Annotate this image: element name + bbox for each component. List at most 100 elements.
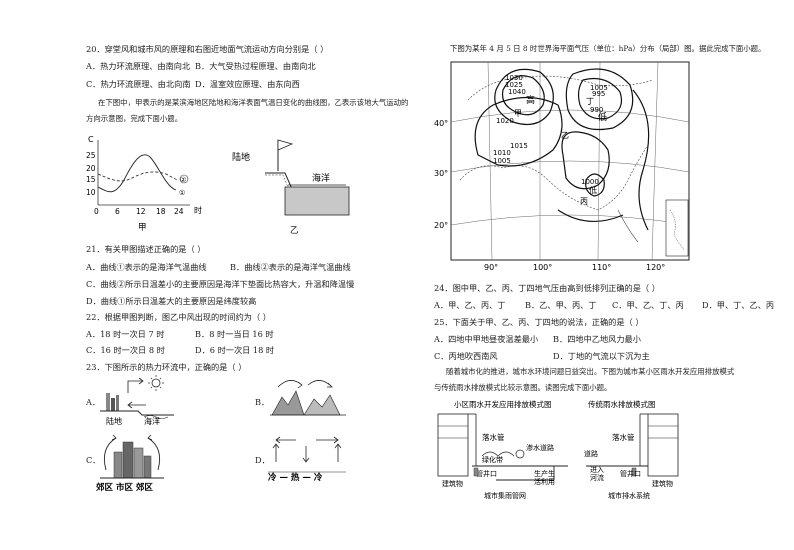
q23-option-a-label[interactable]: A．	[86, 397, 101, 407]
fig-jia-curve1-label: ①	[179, 189, 185, 197]
q25-option-d[interactable]: D．丁地的气流以下沉为主	[553, 351, 650, 361]
isobar-label: 995	[592, 90, 605, 98]
isobar-label: 990	[590, 106, 603, 114]
lon-label: 110°	[592, 263, 611, 272]
fig-jia-xtick: 18	[156, 207, 166, 216]
q21-option-a[interactable]: A．曲线①表示的是海洋气温曲线	[86, 262, 207, 272]
q23-diagram-c: 郊区 市区 郊区	[96, 434, 164, 493]
q23-diagram-d: 冷 — 热 — 冷	[268, 436, 346, 483]
q22-option-c[interactable]: C．16 时一次日 8 时	[86, 345, 165, 355]
south-china-sea-inset	[665, 199, 689, 257]
q24-option-a[interactable]: A．甲、乙、丙、丁	[434, 300, 506, 310]
low-center: 低	[598, 111, 607, 123]
fig-jia-x-unit: 时	[194, 205, 202, 215]
lat-label: 20°	[434, 221, 448, 230]
low-center: 低	[589, 185, 597, 195]
q21-option-d[interactable]: D．曲线①所示日温差大的主要原因是纬度较高	[86, 296, 257, 306]
isobar-label: 1010	[493, 149, 511, 157]
q23-a-sea: 海洋	[144, 416, 160, 426]
drain-right-road: 道路	[584, 449, 598, 458]
city-intro-line-2: 与传统雨水排放模式比较示意图。读图完成下面小题。	[434, 383, 612, 392]
intro-line-1: 在下图中，甲表示的是某滨海地区陆地和海洋表面气温日变化的曲线图，乙表示该地大气运…	[98, 98, 409, 107]
lon-label: 120°	[646, 263, 665, 272]
lon-label: 100°	[533, 263, 552, 272]
isobar-label: 1005	[493, 157, 511, 165]
fig-jia-ytick: 15	[86, 175, 96, 184]
q25-option-b[interactable]: B．四地中乙地风力最小	[553, 334, 641, 344]
fig-yi-caption: 乙	[290, 226, 299, 236]
point-jia: 甲	[514, 109, 522, 118]
figure-yi: 陆地 海洋 乙	[232, 139, 350, 236]
lon-label: 90°	[484, 263, 498, 272]
drain-left-pipe: 落水管	[482, 432, 505, 442]
point-ding: 丁	[586, 97, 594, 106]
drain-left-well: 管井口	[476, 469, 497, 478]
q23-option-c-label[interactable]: C．	[86, 455, 101, 465]
q22-stem: 22．根据甲图判断，图乙中风出现的时间约为（ ）	[86, 312, 271, 322]
pressure-map: 1030 1025 1040 1020 1015 1010 1005 1000 …	[434, 61, 690, 272]
q25-option-c[interactable]: C．丙地吹西南风	[434, 351, 498, 361]
q20-stem: 20．穿堂风和城市风的原理和右图近地面气流运动方向分别是（ ）	[86, 44, 329, 54]
q21-option-c[interactable]: C．曲线②所示日温差小的主要原因是海洋下垫面比热容大，升温和降温慢	[86, 279, 355, 289]
drain-left-green: 绿化带	[482, 455, 503, 464]
q22-option-a[interactable]: A．18 时一次日 7 时	[86, 329, 165, 339]
high-center: 高	[526, 94, 535, 106]
fig-jia-ytick: 25	[86, 151, 96, 160]
fig-jia-xtick: 24	[174, 207, 184, 216]
point-bing: 丙	[580, 197, 588, 206]
isobar-label: 1040	[508, 88, 526, 96]
drainage-diagram-left: 小区雨水开发应用排放模式图 落水管 绿化带 渗水道路 管井口 生产生 活利用 建…	[437, 399, 568, 500]
q25-option-a[interactable]: A．四地中甲地昼夜温差最小	[434, 334, 539, 344]
q23-stem: 23．下图所示的热力环流中，正确的是（ ）	[86, 362, 247, 372]
q25-stem: 25．下面关于甲、乙、丙、丁四地的说法，正确的是（ ）	[434, 317, 644, 327]
q22-option-b[interactable]: B．8 时一当日 16 时	[195, 329, 274, 339]
fig-jia-ytick: 10	[86, 188, 96, 197]
drain-left-network: 城市集雨管网	[484, 491, 526, 500]
fig-jia-caption: 甲	[138, 223, 147, 233]
q20-option-b[interactable]: B．大气受热过程原理、由南向北	[195, 61, 316, 71]
point-yi: 乙	[561, 131, 569, 140]
q22-option-d[interactable]: D．6 时一次日 18 时	[195, 345, 275, 355]
flag-icon	[277, 139, 294, 151]
figure-jia: C 25 20 15 10 ② ① 0 6 12 18 24 时 甲	[86, 135, 202, 233]
fig-jia-curve2-label: ②	[180, 176, 186, 184]
q24-option-c[interactable]: C．甲、乙、丁、丙	[612, 300, 684, 310]
drain-right-title: 传统雨水排放模式图	[588, 399, 656, 409]
curve-2	[97, 171, 180, 182]
drainage-diagram-right: 传统雨水排放模式图 落水管 道路 管井口 进入 河流 建筑物 城市排水系统	[584, 399, 679, 500]
q23-d-ground: 冷 — 热 — 冷	[268, 472, 323, 483]
drain-left-title: 小区雨水开发应用排放模式图	[454, 399, 552, 409]
q23-diagram-a: 陆地 海洋	[100, 375, 174, 426]
isobar-label: 1020	[496, 117, 514, 125]
intro-line-2: 方向示意图，完成下面小题。	[86, 114, 183, 123]
map-intro: 下图为某年 4 月 5 日 8 时世界海平面气压（单位：hPa）分布（局部）图。…	[450, 44, 766, 53]
drain-left-reuse-1: 生产生	[534, 469, 555, 478]
lat-label: 40°	[434, 119, 448, 128]
curve-1	[97, 154, 177, 193]
q23-c-ground: 郊区 市区 郊区	[96, 482, 153, 493]
fig-yi-sea: 海洋	[312, 172, 330, 184]
q24-option-b[interactable]: B．乙、甲、丙、丁	[525, 300, 597, 310]
drain-right-river-1: 进入	[590, 466, 604, 474]
drain-left-road: 渗水道路	[526, 443, 554, 452]
drain-left-reuse-2: 活利用	[534, 477, 555, 486]
q24-option-d[interactable]: D．甲、丁、乙、丙	[702, 300, 775, 310]
q23-option-b-label[interactable]: B．	[255, 397, 270, 407]
fig-jia-xtick: 6	[115, 207, 120, 216]
q20-option-d[interactable]: D．温室效应原理、由东向西	[195, 79, 300, 89]
drain-right-pipe: 落水管	[612, 432, 635, 442]
greenery-icon	[481, 451, 515, 457]
q21-option-b[interactable]: B．曲线②表示的是海洋气温曲线	[230, 262, 351, 272]
fig-jia-y-unit: C	[88, 135, 94, 144]
isobar-label: 1030	[505, 74, 523, 82]
q23-option-d-label[interactable]: D．	[255, 455, 270, 465]
q20-option-c[interactable]: C．热力环流原理、由北向南	[86, 79, 191, 89]
drain-right-building: 建筑物	[652, 479, 673, 488]
drain-right-river-2: 河流	[590, 473, 604, 482]
drain-right-well: 管井口	[620, 469, 641, 478]
q20-option-a[interactable]: A．热力环流原理、由南向北	[86, 61, 191, 71]
q23-a-land: 陆地	[106, 416, 122, 426]
sun-icon	[148, 375, 164, 391]
lat-label: 30°	[434, 169, 448, 178]
isobar-label: 1015	[510, 142, 528, 150]
